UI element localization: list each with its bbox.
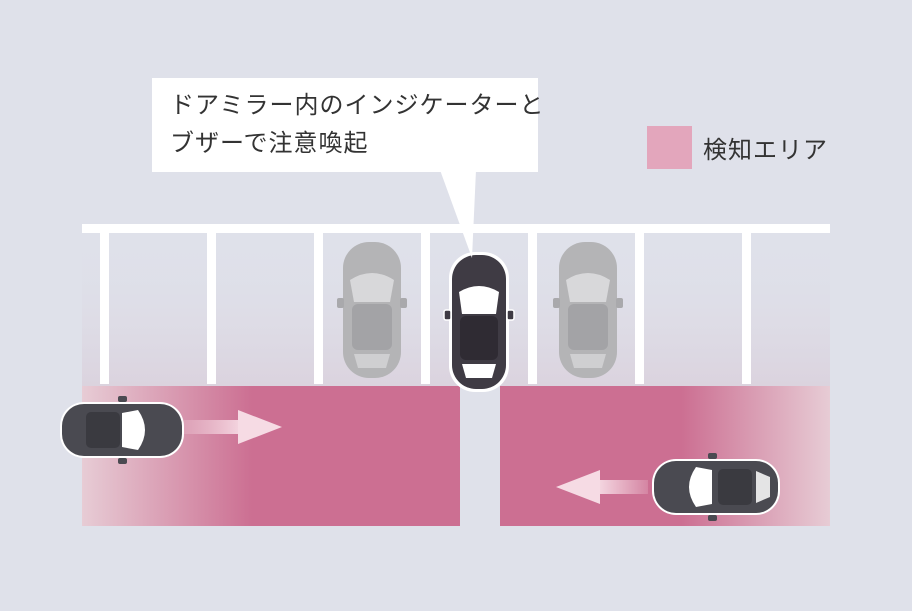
callout-text: ドアミラー内のインジケーターと ブザーで注意喚起 <box>170 86 545 162</box>
arrow-left-icon <box>556 470 648 504</box>
arrow-right-icon <box>184 410 282 444</box>
legend-label: 検知エリア <box>703 136 828 164</box>
approaching-car-left <box>60 396 184 464</box>
own-car <box>443 252 515 392</box>
callout-line-1: ドアミラー内のインジケーターと <box>170 91 545 119</box>
legend-swatch <box>647 126 692 169</box>
parked-car-left <box>337 242 407 378</box>
callout-line-2: ブザーで注意喚起 <box>170 129 369 157</box>
callout-bubble <box>152 78 538 258</box>
parking-lines <box>82 224 830 384</box>
approaching-car-right <box>652 453 780 521</box>
parked-car-right <box>553 242 623 378</box>
